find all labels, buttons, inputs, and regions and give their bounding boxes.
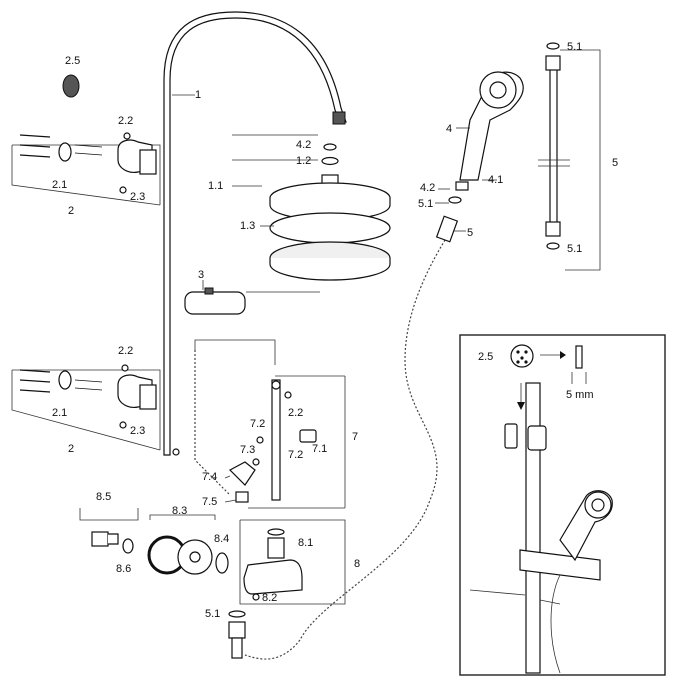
part-labels: 1 1.1 1.2 1.3 4.2 2 2 2.1 2.1 2.2 2.2 2.…: [52, 41, 618, 620]
mixer-group: [239, 519, 346, 605]
label-4-1: 4.1: [488, 174, 503, 186]
label-8-6: 8.6: [116, 563, 131, 575]
label-5-1-top: 5.1: [567, 41, 582, 53]
escutcheon-parts: [147, 514, 229, 575]
label-5-1-bottom: 5.1: [567, 243, 582, 255]
label-8-2: 8.2: [262, 592, 277, 604]
label-2-1-bottom: 2.1: [52, 407, 67, 419]
label-2-3-bottom: 2.3: [130, 425, 145, 437]
label-8-4: 8.4: [214, 533, 229, 545]
hand-shower: [435, 71, 524, 243]
label-4-2-hand: 4.2: [420, 182, 435, 194]
label-2-5: 2.5: [65, 55, 80, 67]
label-2-5-inset: 2.5: [478, 351, 493, 363]
label-7-2-a: 7.2: [250, 418, 265, 430]
label-2-1-top: 2.1: [52, 179, 67, 191]
nipple-parts: [79, 508, 139, 554]
label-8-1: 8.1: [298, 537, 313, 549]
label-2-top: 2: [68, 205, 74, 217]
slider-part: [184, 280, 320, 315]
label-5-1-hand: 5.1: [418, 198, 433, 210]
label-2-2-top: 2.2: [118, 115, 133, 127]
label-1: 1: [195, 89, 201, 101]
label-2-3-top: 2.3: [130, 191, 145, 203]
shower-head: [232, 134, 391, 281]
label-7-2-b: 7.2: [288, 449, 303, 461]
label-2-bottom: 2: [68, 443, 74, 455]
wall-bracket-upper: [11, 74, 161, 206]
label-1-3: 1.3: [240, 220, 255, 232]
label-5-1-lower: 5.1: [205, 608, 220, 620]
label-3: 3: [198, 269, 204, 281]
label-5-mm: 5 mm: [566, 389, 594, 401]
label-7-3: 7.3: [240, 444, 255, 456]
diverter-group: [194, 339, 346, 509]
wall-bracket-lower: [11, 364, 180, 456]
label-2-2-lower: 2.2: [118, 345, 133, 357]
label-5-hose: 5: [467, 227, 473, 239]
riser-pipe: [163, 11, 347, 456]
label-8: 8: [354, 558, 360, 570]
label-7: 7: [352, 431, 358, 443]
label-7-5: 7.5: [202, 496, 217, 508]
label-1-1: 1.1: [208, 180, 223, 192]
label-5-right: 5: [612, 157, 618, 169]
label-4-2-head: 4.2: [296, 139, 311, 151]
label-7-4: 7.4: [202, 471, 217, 483]
label-8-5: 8.5: [96, 491, 111, 503]
lower-connector: [228, 610, 246, 659]
label-4: 4: [446, 123, 452, 135]
label-2-2-mid: 2.2: [288, 407, 303, 419]
label-1-2: 1.2: [296, 155, 311, 167]
inset-detail: [459, 334, 666, 676]
shower-hose: [538, 42, 601, 271]
label-8-3: 8.3: [172, 505, 187, 517]
label-7-1: 7.1: [312, 443, 327, 455]
